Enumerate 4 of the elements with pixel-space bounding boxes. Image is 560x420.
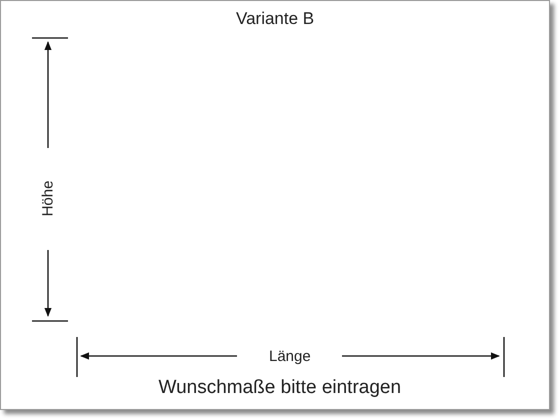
- caption: Wunschmaße bitte eintragen: [158, 378, 402, 397]
- dimension-label: Höhe: [40, 180, 56, 216]
- dimension-label: Länge: [269, 348, 311, 364]
- title: Variante B: [236, 10, 314, 27]
